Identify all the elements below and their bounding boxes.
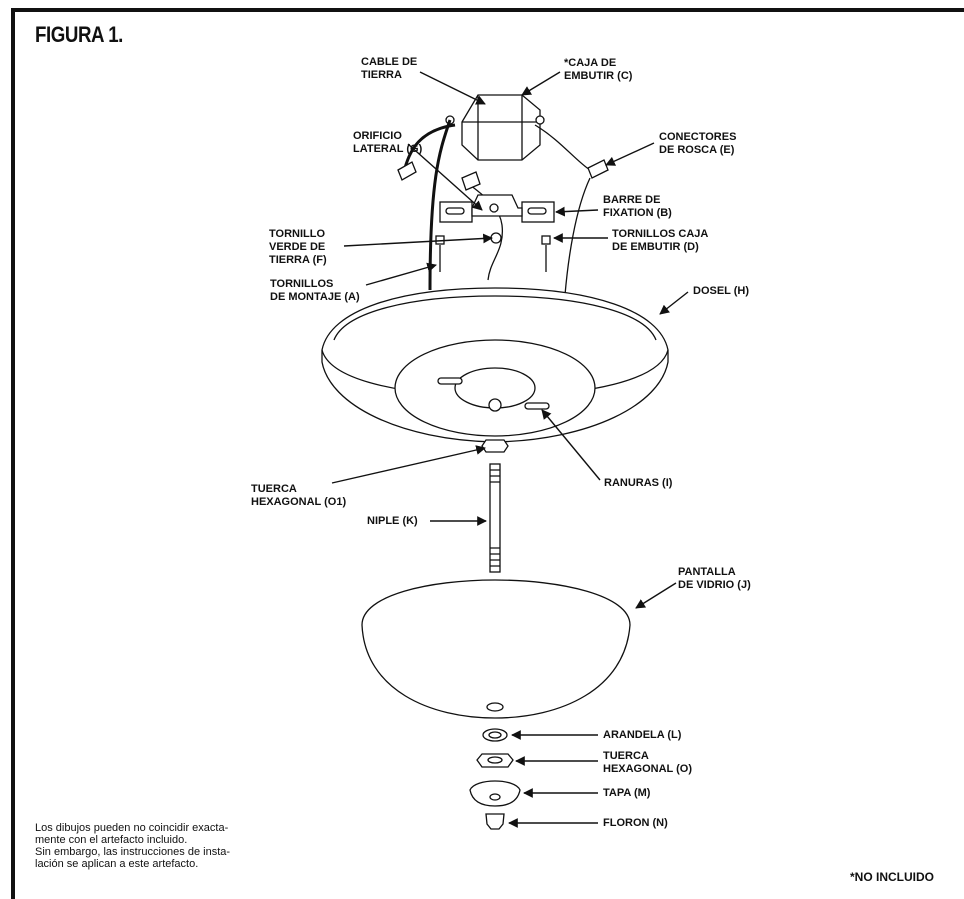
label-tuerca-o: TUERCA HEXAGONAL (O) xyxy=(603,750,693,775)
washer xyxy=(482,728,508,742)
nipple xyxy=(489,463,501,573)
figure-title: FIGURA 1. xyxy=(35,22,123,47)
figure-frame xyxy=(11,8,964,899)
label-tuerca-o1: TUERCA HEXAGONAL (O1) xyxy=(251,483,347,508)
label-caja-embutir: *CAJA DE EMBUTIR (C) xyxy=(564,57,633,82)
label-barre-fixation: BARRE DE FIXATION (B) xyxy=(603,194,672,219)
label-cable-tierra: CABLE DE TIERRA xyxy=(361,56,418,81)
label-tornillos-caja: TORNILLOS CAJA DE EMBUTIR (D) xyxy=(612,228,709,253)
hex-nut-o1 xyxy=(481,439,509,453)
label-ranuras: RANURAS (I) xyxy=(604,477,673,489)
label-floron: FLORON (N) xyxy=(603,817,668,829)
label-arandela: ARANDELA (L) xyxy=(603,729,682,741)
label-conectores-rosca: CONECTORES DE ROSCA (E) xyxy=(659,131,737,156)
glass-shade xyxy=(361,579,631,719)
leader-lines xyxy=(331,71,689,828)
label-dosel: DOSEL (H) xyxy=(693,285,750,297)
wire-nuts xyxy=(397,159,609,191)
label-tapa: TAPA (M) xyxy=(603,787,651,799)
mounting-screws xyxy=(435,235,551,272)
not-included-note: *NO INCLUIDO xyxy=(850,870,934,884)
label-pantalla: PANTALLA DE VIDRIO (J) xyxy=(678,566,751,591)
hex-nut-o xyxy=(476,753,514,768)
green-screw xyxy=(490,232,502,244)
label-orificio-lateral: ORIFICIO LATERAL (G) xyxy=(353,130,423,155)
label-niple: NIPLE (K) xyxy=(367,515,418,527)
label-tornillos-montaje: TORNILLOS DE MONTAJE (A) xyxy=(270,278,360,303)
canopy xyxy=(321,287,669,443)
cap xyxy=(469,780,521,807)
mounting-bar xyxy=(439,194,555,223)
junction-box xyxy=(445,94,545,161)
disclaimer-note: Los dibujos pueden no coincidir exacta- … xyxy=(35,822,231,870)
finial xyxy=(485,813,505,830)
label-tornillo-verde: TORNILLO VERDE DE TIERRA (F) xyxy=(269,228,327,266)
